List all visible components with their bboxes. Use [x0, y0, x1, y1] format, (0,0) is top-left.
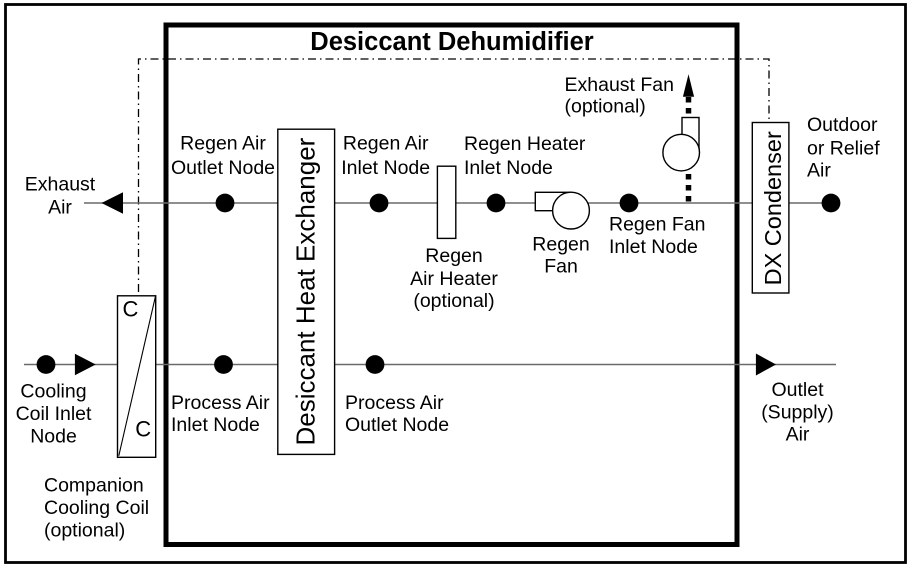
svg-text:Exhaust: Exhaust: [25, 174, 96, 196]
svg-text:Regen Heater: Regen Heater: [464, 133, 586, 155]
svg-text:Outlet Node: Outlet Node: [345, 414, 449, 436]
svg-text:Cooling: Cooling: [20, 381, 86, 403]
svg-text:C: C: [135, 416, 151, 441]
svg-text:DX Condenser: DX Condenser: [760, 131, 786, 285]
svg-text:Process Air: Process Air: [345, 392, 444, 414]
svg-text:Inlet Node: Inlet Node: [464, 157, 553, 179]
svg-text:Regen Air: Regen Air: [180, 133, 266, 155]
svg-text:Regen Fan: Regen Fan: [609, 214, 705, 236]
svg-text:Coil Inlet: Coil Inlet: [16, 403, 92, 425]
svg-text:Air Heater: Air Heater: [410, 268, 498, 290]
svg-text:Regen: Regen: [532, 234, 589, 256]
svg-text:Process Air: Process Air: [171, 392, 270, 414]
svg-text:Outlet Node: Outlet Node: [171, 157, 275, 179]
svg-text:(optional): (optional): [44, 520, 125, 542]
svg-text:Outlet: Outlet: [771, 379, 824, 401]
svg-text:Node: Node: [30, 426, 77, 448]
svg-text:Inlet Node: Inlet Node: [171, 414, 260, 436]
svg-text:or Relief: or Relief: [807, 138, 880, 160]
svg-text:(Supply): (Supply): [761, 402, 834, 424]
svg-text:(optional): (optional): [565, 96, 646, 118]
svg-text:C: C: [123, 297, 139, 322]
svg-text:Outdoor: Outdoor: [807, 114, 878, 136]
svg-text:Air: Air: [807, 160, 831, 182]
svg-text:Companion: Companion: [44, 475, 144, 497]
svg-text:Desiccant Heat Exchanger: Desiccant Heat Exchanger: [291, 137, 321, 445]
svg-text:Exhaust Fan: Exhaust Fan: [565, 74, 674, 96]
svg-text:Inlet Node: Inlet Node: [341, 157, 430, 179]
svg-text:Desiccant Dehumidifier: Desiccant Dehumidifier: [310, 28, 593, 56]
svg-text:Fan: Fan: [544, 256, 578, 278]
svg-text:Regen: Regen: [425, 245, 482, 267]
svg-text:Air: Air: [48, 197, 72, 219]
svg-text:Inlet Node: Inlet Node: [609, 236, 698, 258]
svg-text:(optional): (optional): [413, 290, 494, 312]
svg-text:Regen Air: Regen Air: [343, 133, 429, 155]
svg-text:Air: Air: [786, 424, 810, 446]
svg-text:Cooling Coil: Cooling Coil: [44, 497, 149, 519]
